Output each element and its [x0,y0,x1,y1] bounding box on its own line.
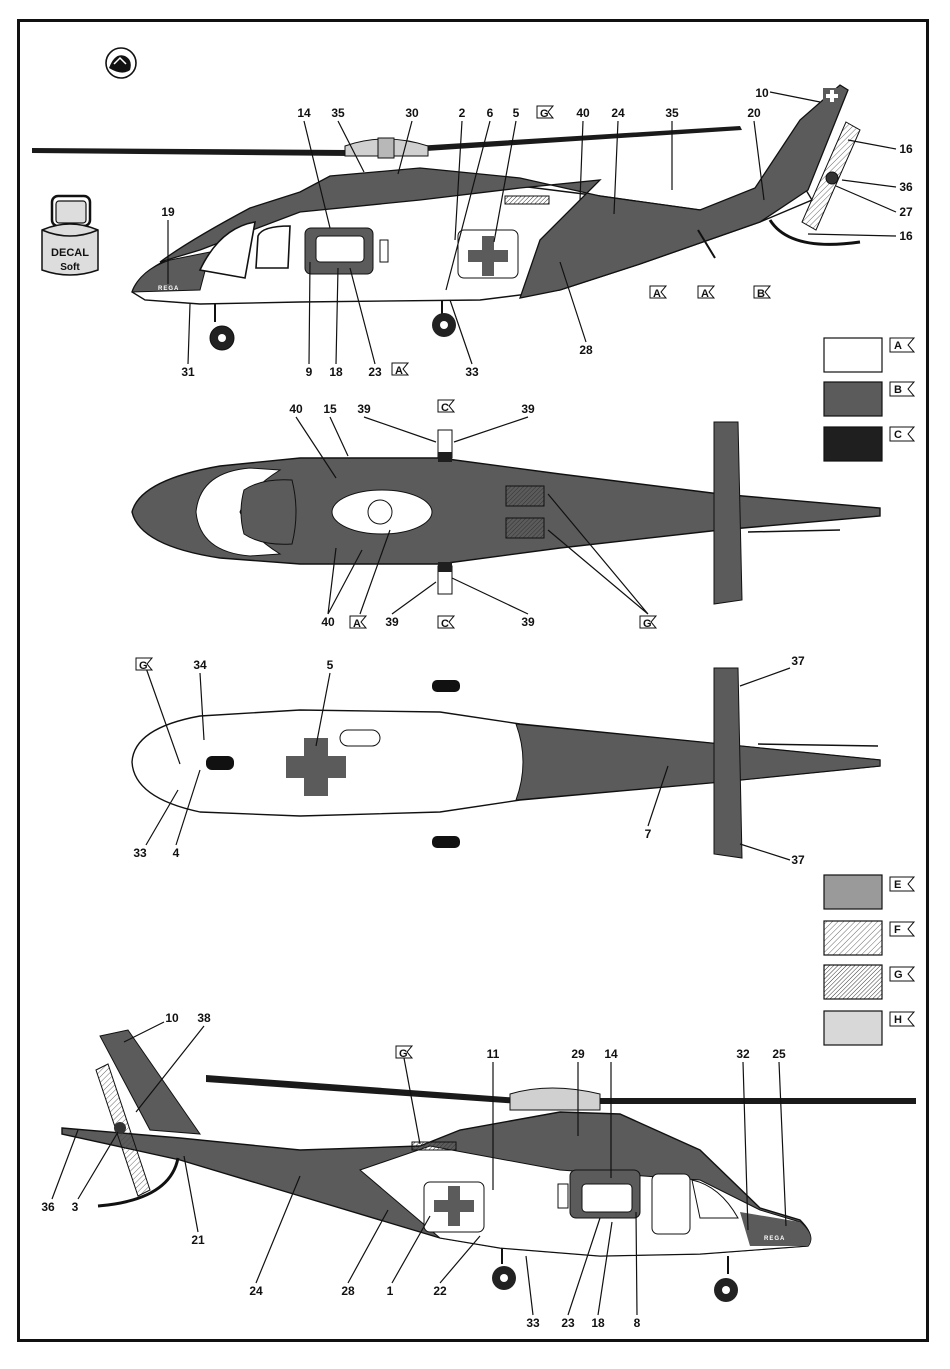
flag: C [441,618,449,630]
callout: 16 [899,229,913,243]
bottom-view [132,668,880,858]
callout: 36 [899,180,913,194]
top-view [132,422,880,604]
callout: 23 [368,365,382,379]
brand-logo [106,48,136,78]
callout: 4 [173,846,180,860]
callout: 11 [487,1047,500,1061]
callout: 5 [327,658,334,672]
callout: 35 [331,106,345,120]
flag: A [701,288,709,300]
callout: 29 [571,1047,585,1061]
flag: A [353,618,361,630]
swatch-G [824,965,882,999]
callout: 36 [41,1200,55,1214]
swatch-E [824,875,882,909]
callout: 14 [297,106,311,120]
swatch-F [824,921,882,955]
registration-text-right: REGA [764,1236,785,1242]
callout: 27 [899,205,913,219]
callout: 33 [526,1316,540,1330]
legend-letter: C [894,429,902,441]
color-flags-bottom: G [136,658,152,672]
flag: B [757,288,765,300]
callout: 3 [72,1200,79,1214]
callout: 18 [329,365,343,379]
callout: 28 [341,1284,355,1298]
callout: 22 [433,1284,447,1298]
legend-letter: B [894,384,902,396]
callout: 39 [385,615,399,629]
callout: 24 [611,106,625,120]
callout: 35 [665,106,679,120]
callout: 33 [465,365,479,379]
callout: 39 [521,402,535,416]
callout: 6 [487,106,494,120]
flag: A [653,288,661,300]
legend-letter: G [894,969,903,981]
legend-letter: A [894,340,902,352]
legend-letter: E [894,879,901,891]
callout: 40 [576,106,590,120]
callout: 10 [755,86,769,100]
left-side-view: REGA [32,85,860,350]
swatch-A [824,338,882,372]
callout: 1 [387,1284,394,1298]
callout: 32 [736,1047,750,1061]
color-legend: A B C E F G H [824,338,914,1045]
callout: 7 [645,827,652,841]
legend-letter: H [894,1014,902,1026]
callout: 25 [772,1047,786,1061]
callout: 28 [579,343,593,357]
callout: 19 [161,205,175,219]
callout: 9 [306,365,313,379]
callout: 8 [634,1316,641,1330]
callout: 40 [289,402,303,416]
swatch-H [824,1011,882,1045]
callout: 2 [459,106,466,120]
callout: 39 [357,402,371,416]
flag: G [399,1048,408,1060]
callout: 23 [561,1316,575,1330]
callout: 24 [249,1284,263,1298]
swatch-C [824,427,882,461]
flag: G [139,660,148,672]
flag: G [643,618,652,630]
callout: 31 [181,365,195,379]
right-side-view: REGA [62,1030,916,1302]
jar-label-line2: Soft [60,262,80,273]
callout: 38 [197,1011,211,1025]
callout: 18 [591,1316,605,1330]
callout: 14 [604,1047,618,1061]
callout: 5 [513,106,520,120]
callout: 40 [321,615,335,629]
flag: G [540,108,549,120]
callout: 10 [165,1011,179,1025]
flag: A [395,365,403,377]
callout: 20 [747,106,761,120]
callout: 15 [323,402,337,416]
callout: 21 [191,1233,205,1247]
callout: 34 [193,658,207,672]
flag: C [441,402,449,414]
registration-text-left: REGA [158,286,179,292]
callout: 16 [899,142,913,156]
decal-softener-jar: DECAL Soft [42,196,98,275]
swatch-B [824,382,882,416]
jar-label-line1: DECAL [51,247,89,259]
callout: 39 [521,615,535,629]
callout: 37 [791,853,805,867]
callout: 33 [133,846,147,860]
legend-letter: F [894,924,901,936]
callout: 37 [791,654,805,668]
callout: 30 [405,106,419,120]
